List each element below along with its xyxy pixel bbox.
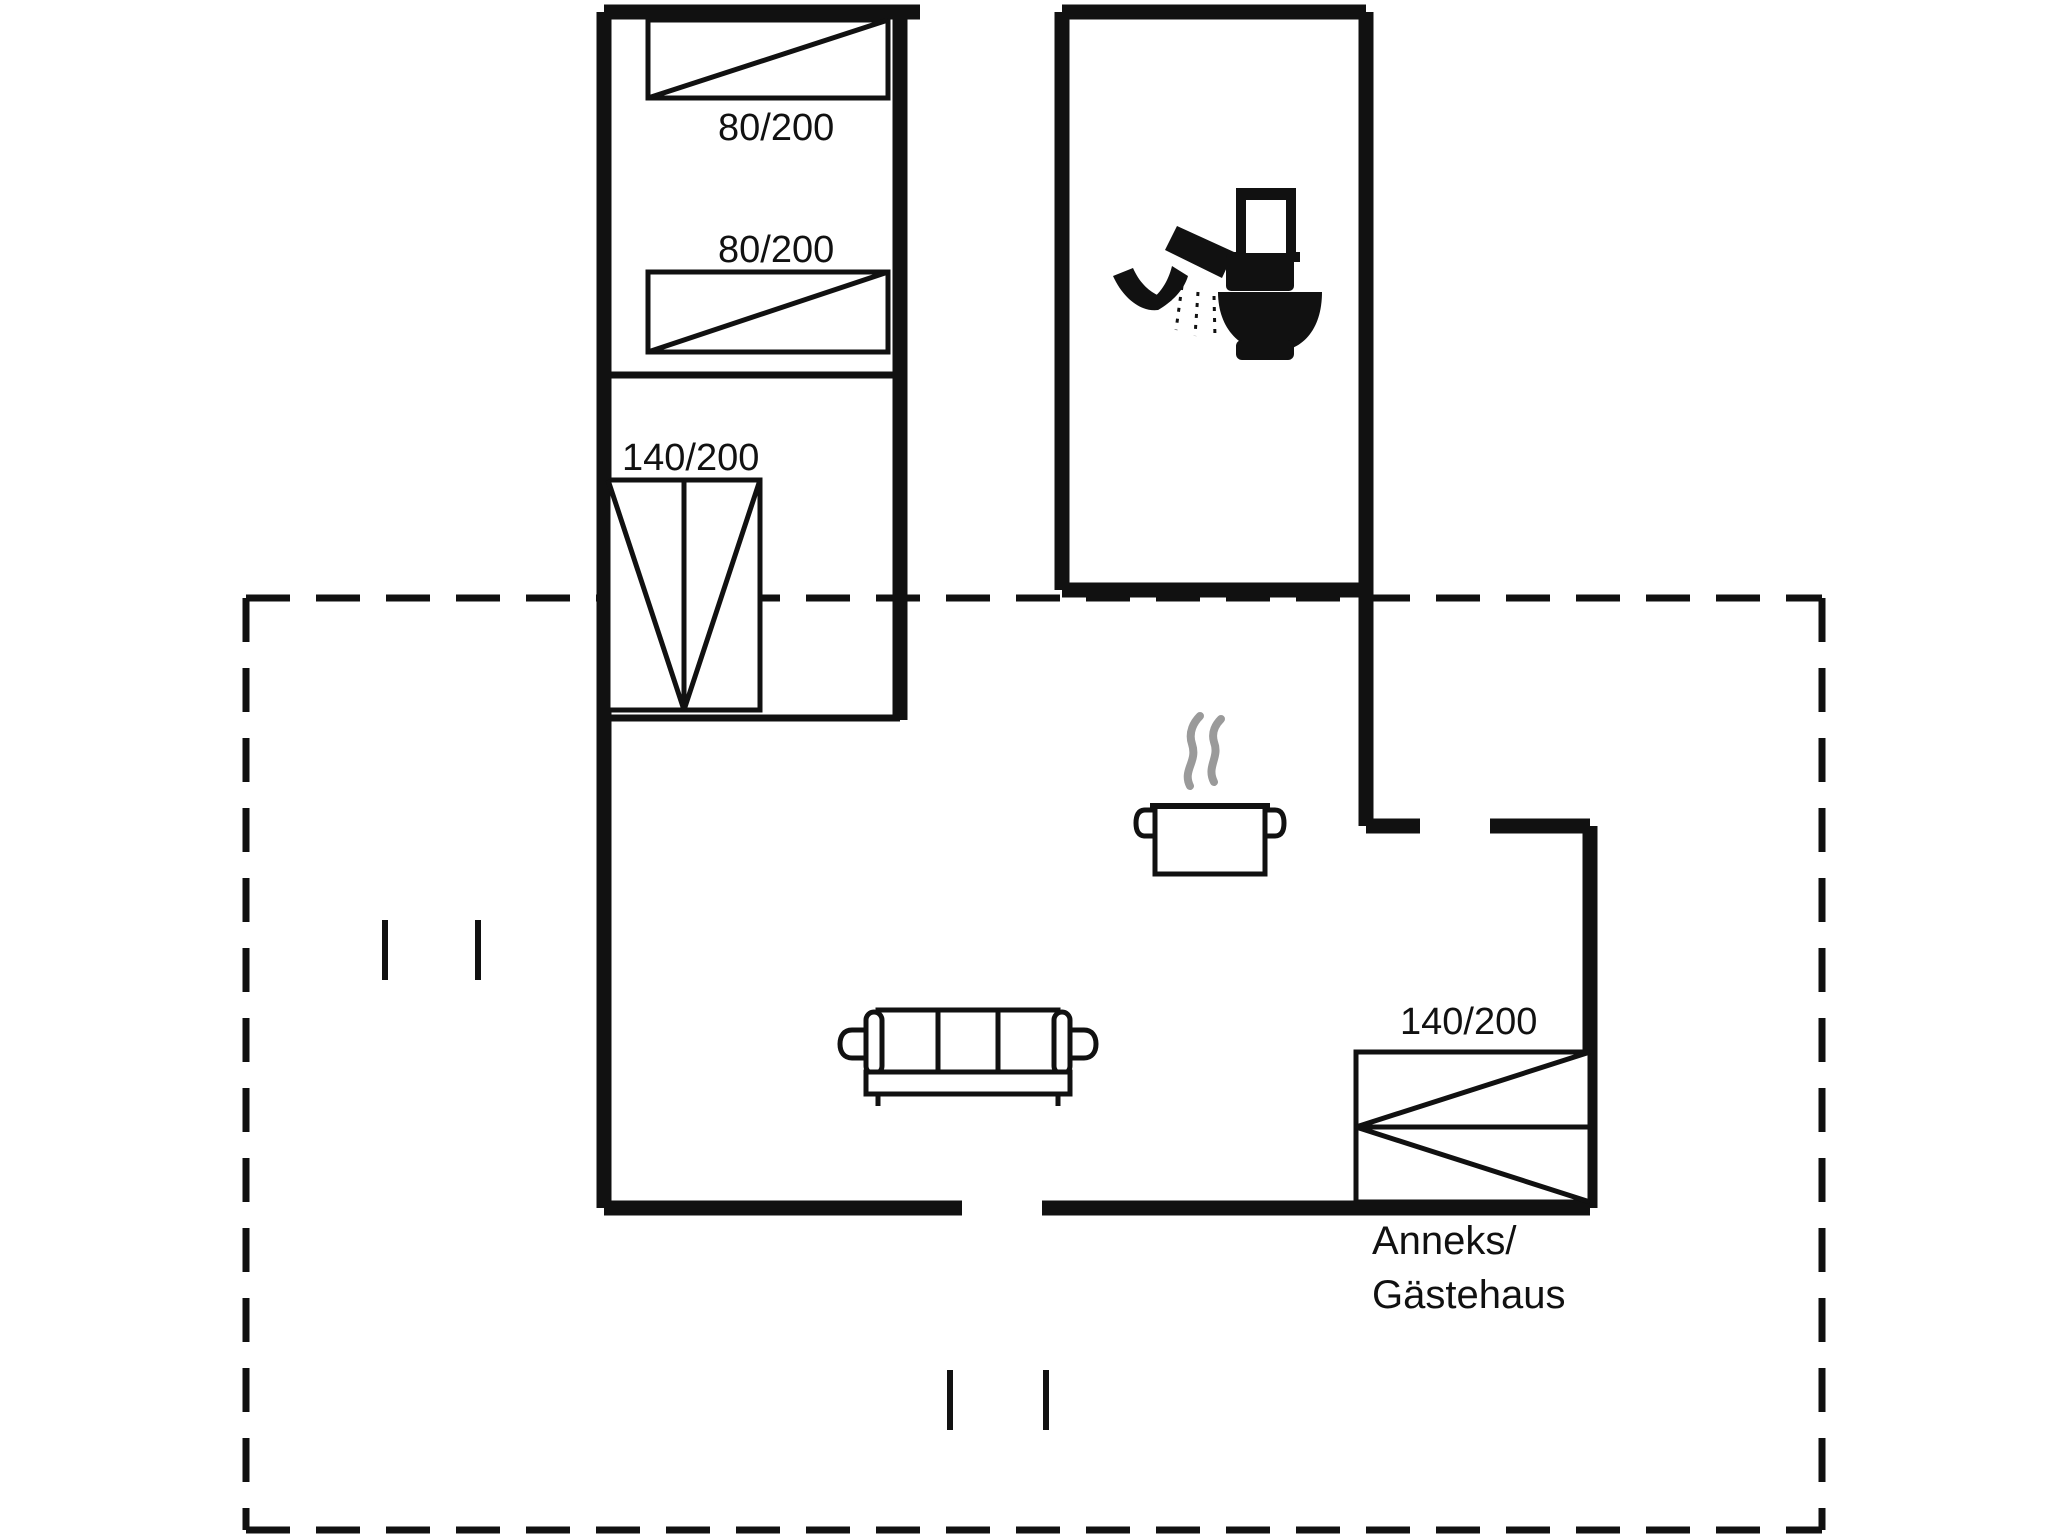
bed-label-double-annex: 140/200 — [1400, 1001, 1538, 1043]
interior-partitions — [604, 371, 900, 722]
sofa-icon — [837, 1007, 1099, 1106]
terrace-post-marks — [382, 920, 1049, 1430]
plot-outline-dashed — [242, 594, 1826, 1534]
bed-label-double-left: 140/200 — [622, 437, 760, 479]
annex-label-line2: Gästehaus — [1372, 1273, 1566, 1317]
cooking-pot-icon — [1133, 712, 1287, 877]
toilet-icon — [1218, 188, 1322, 360]
shower-icon — [1113, 226, 1236, 339]
bed-label-single-top: 80/200 — [718, 107, 835, 149]
bed-single-top — [645, 17, 891, 101]
bed-double-annex — [1353, 1049, 1593, 1205]
bed-single-second — [645, 269, 891, 355]
annex-label-line1: Anneks/ — [1372, 1219, 1517, 1263]
house-walls — [596, 4, 1598, 1216]
bed-double-left — [605, 477, 763, 713]
bed-label-single-second: 80/200 — [718, 229, 835, 271]
